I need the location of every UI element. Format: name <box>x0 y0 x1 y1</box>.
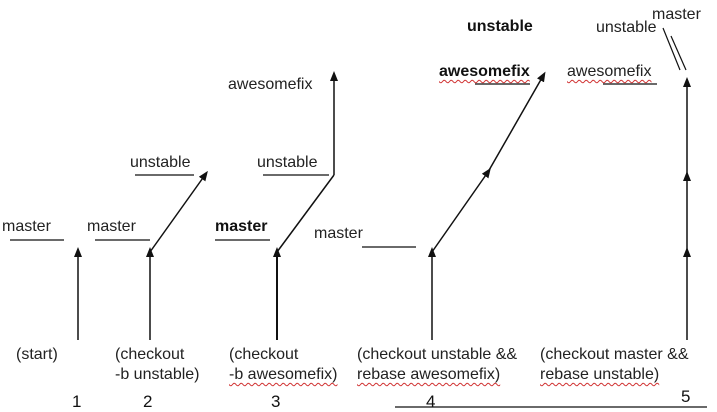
stage-1-master-label: master <box>2 218 51 235</box>
stage-3-master-label: master <box>215 218 268 235</box>
stage-5-awesomefix-label: awesomefix <box>567 63 652 80</box>
stage-4-awesomefix-label: awesomefix <box>439 63 530 80</box>
stage-4-segment-2 <box>487 71 546 173</box>
stage-3-branch-line <box>276 174 335 253</box>
stage-2-branch-line <box>149 170 208 253</box>
stage-4-unstable-label: unstable <box>467 18 533 35</box>
stage-3-caption-line-1: (checkout <box>229 346 299 363</box>
stage-5-master-pointer <box>670 35 687 71</box>
stage-5-caption-line-2: rebase unstable) <box>540 366 660 383</box>
stage-2-unstable-label: unstable <box>130 154 191 171</box>
stage-5-graph <box>603 27 691 340</box>
stage-1-number: 1 <box>72 392 82 411</box>
stage-3-caption-line-2: -b awesomefix) <box>229 366 338 383</box>
stage-2-number: 2 <box>143 392 153 411</box>
stage-1-graph <box>10 239 82 340</box>
stage-2-graph <box>95 170 208 340</box>
stage-5-unstable-label: unstable <box>596 19 657 36</box>
stage-3-awesomefix-label: awesomefix <box>228 76 313 93</box>
stage-5-caption-line-1: (checkout master && <box>540 346 689 363</box>
stage-5-number: 5 <box>681 387 691 406</box>
stage-1-caption-line-1: (start) <box>16 346 58 363</box>
stage-4-graph <box>362 71 707 408</box>
stage-3-number: 3 <box>271 392 281 411</box>
stage-4-master-label: master <box>314 225 363 242</box>
stage-4-number: 4 <box>426 392 436 411</box>
stage-3-unstable-label: unstable <box>257 154 318 171</box>
stage-2-caption-line-2: -b unstable) <box>115 366 200 383</box>
stage-4-segment-1 <box>431 167 491 253</box>
stage-5-master-label: master <box>652 6 701 23</box>
stage-2-master-label: master <box>87 218 136 235</box>
stage-2-caption-line-1: (checkout <box>115 346 185 363</box>
stage-3-graph <box>215 71 338 340</box>
stage-4-caption-line-1: (checkout unstable && <box>357 346 518 363</box>
stage-4-caption-line-2: rebase awesomefix) <box>357 366 501 383</box>
stage-5-unstable-pointer <box>662 27 681 71</box>
